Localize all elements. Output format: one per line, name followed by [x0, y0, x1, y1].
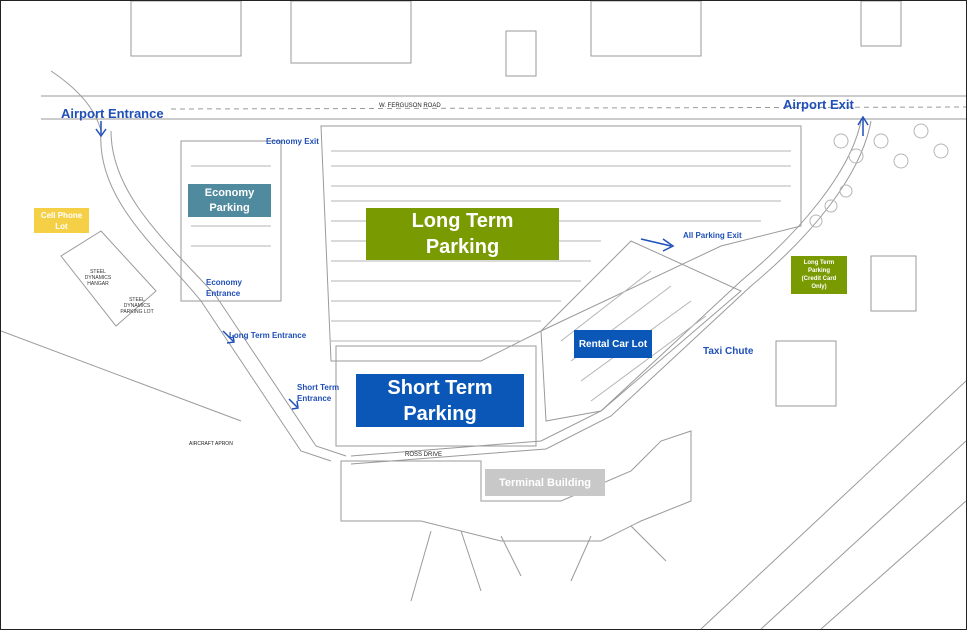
cell-phone-lot-area[interactable]: Cell Phone Lot [34, 208, 89, 233]
rental-car-lot-area[interactable]: Rental Car Lot [574, 330, 652, 358]
hangar-label: STEEL DYNAMICS HANGAR [84, 269, 112, 287]
long-term-parking-area[interactable]: Long Term Parking [366, 208, 559, 260]
short-term-parking-area[interactable]: Short Term Parking [356, 374, 524, 427]
economy-exit-label: Economy Exit [266, 137, 319, 146]
long-term-credit-card-area[interactable]: Long Term Parking (Credit Card Only) [791, 256, 847, 294]
economy-parking-area[interactable]: Economy Parking [188, 184, 271, 217]
ferguson-road-label: W. FERGUSON ROAD [379, 103, 441, 109]
ross-drive-label: ROSS DRIVE [405, 452, 443, 458]
taxi-chute-label: Taxi Chute [703, 346, 754, 357]
economy-entrance-label: Economy Entrance [206, 278, 243, 298]
terminal-building-area[interactable]: Terminal Building [485, 469, 605, 496]
long-term-entrance-label: Long Term Entrance [229, 331, 307, 340]
airport-entrance-label: Airport Entrance [61, 106, 164, 121]
hangar-lot-label: STEEL DYNAMICS PARKING LOT [120, 297, 154, 315]
all-parking-exit-label: All Parking Exit [683, 231, 742, 240]
aircraft-apron-label: AIRCRAFT APRON [189, 441, 233, 447]
airport-exit-label: Airport Exit [783, 97, 854, 112]
short-term-entrance-label: Short Term Entrance [297, 383, 340, 403]
